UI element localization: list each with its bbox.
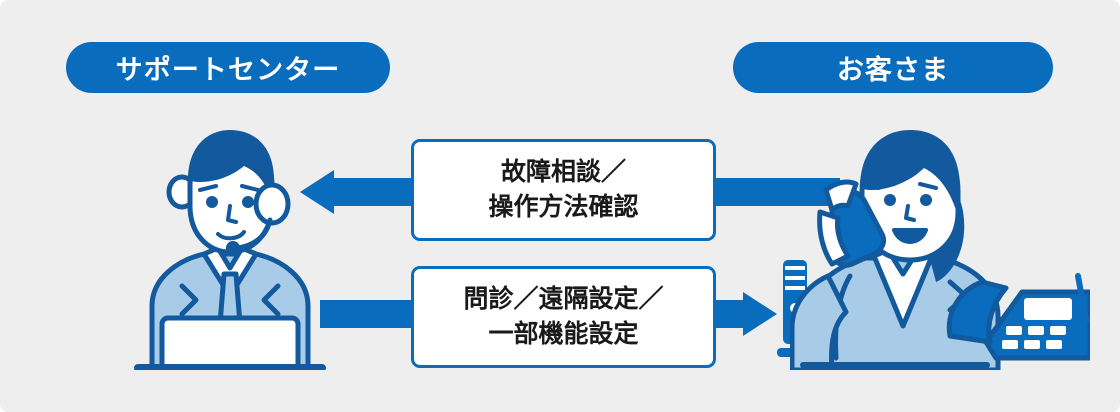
message-box-inbound: 故障相談／ 操作方法確認 — [411, 139, 716, 241]
phone-handset-icon — [817, 179, 887, 268]
customer-eye-left — [884, 194, 896, 206]
message-inbound-line-2: 操作方法確認 — [488, 193, 639, 221]
arrow-inbound-head — [300, 170, 334, 214]
desk-phone-display — [1024, 298, 1072, 320]
agent-eye-right — [242, 196, 254, 208]
agent-head — [166, 130, 275, 255]
agent-eye-left — [206, 196, 218, 208]
arrow-inbound-shaft-left — [330, 178, 415, 206]
illustration-customer — [790, 130, 1090, 370]
arrow-inbound-shaft-right — [710, 178, 840, 206]
customer-eye-right — [920, 194, 932, 206]
customer-head — [859, 130, 965, 282]
customer-text: お客さま — [836, 55, 950, 85]
desk-phone-antenna — [1075, 273, 1089, 323]
router-vents — [785, 266, 805, 290]
support-center-text: サポートセンター — [115, 55, 341, 85]
message-box-outbound: 問診／遠隔設定／ 一部機能設定 — [411, 266, 716, 368]
label-support-center: サポートセンター — [66, 42, 390, 93]
message-outbound-line-1: 問診／遠隔設定／ — [463, 284, 664, 313]
illustration-support-agent — [134, 130, 326, 370]
desk-phone-keypad — [1002, 326, 1066, 349]
message-inbound-line-1: 故障相談／ — [500, 157, 626, 186]
headset-icon — [226, 182, 291, 255]
label-customer: お客さま — [733, 42, 1053, 93]
arrow-outbound-head — [743, 292, 777, 336]
arrow-outbound-shaft-left — [320, 300, 415, 328]
customer-desk-line — [800, 362, 990, 368]
message-outbound-line-2: 一部機能設定 — [488, 320, 639, 348]
desk-phone-icon — [946, 273, 1090, 361]
laptop-icon — [134, 315, 326, 370]
